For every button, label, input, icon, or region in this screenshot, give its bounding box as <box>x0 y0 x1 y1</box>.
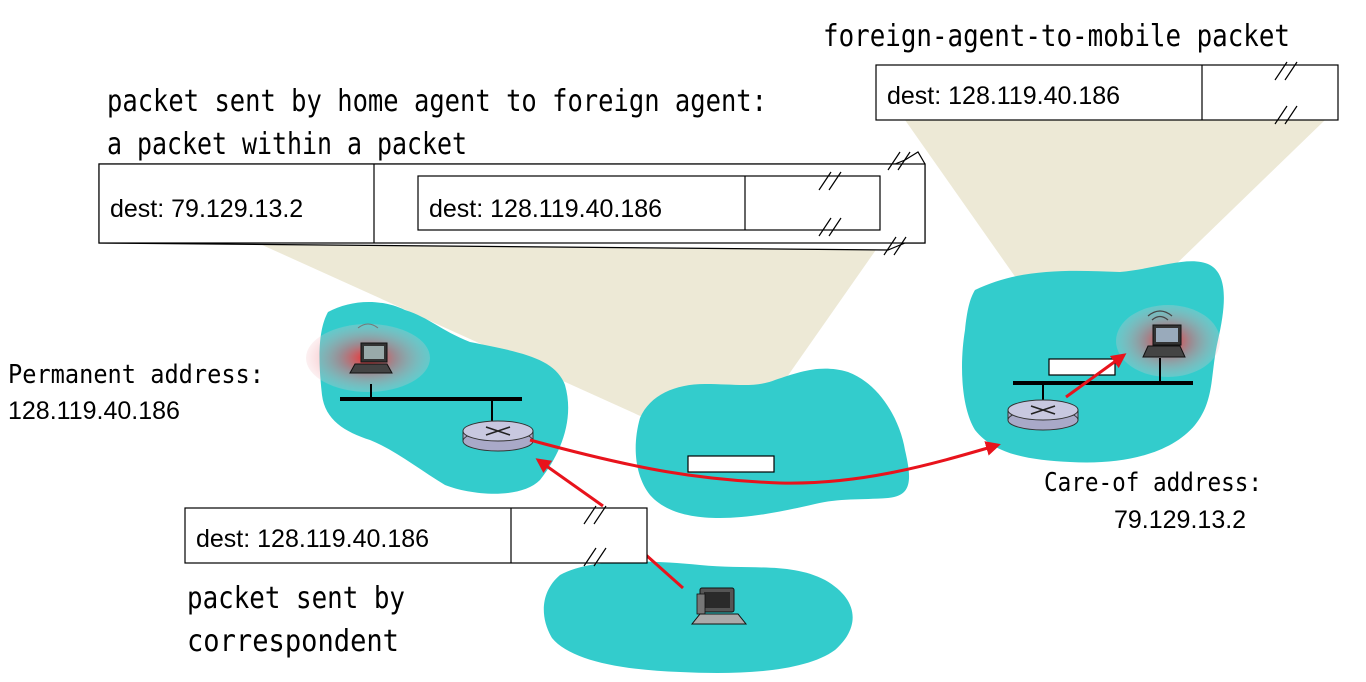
foreign-to-mobile-dest-field: dest: 128.119.40.186 <box>887 82 1120 110</box>
desktop-computer-icon <box>690 587 748 625</box>
mobile-laptop-icon <box>1142 310 1186 358</box>
inner-dest-field: dest: 128.119.40.186 <box>429 195 662 223</box>
packet-in-transit <box>687 455 775 473</box>
correspondent-dest-field: dest: 128.119.40.186 <box>196 525 429 553</box>
foreign-to-mobile-caption: foreign-agent-to-mobile packet <box>823 19 1290 54</box>
foreign-to-mobile-packet: dest: 128.119.40.186 <box>875 61 1339 125</box>
home-to-foreign-caption-line2: a packet within a packet <box>107 127 467 162</box>
permanent-address-label: Permanent address: <box>8 360 264 390</box>
correspondent-caption-line1: packet sent by <box>187 581 405 616</box>
foreign-packet-callout <box>905 120 1325 362</box>
internet-network <box>635 368 910 518</box>
tunneled-packet: dest: 79.129.13.2 dest: 128.119.40.186 <box>98 151 926 256</box>
permanent-address-value: 128.119.40.186 <box>8 397 180 425</box>
outer-dest-field: dest: 79.129.13.2 <box>110 195 303 223</box>
home-to-foreign-tunnel-arrow <box>529 438 1001 485</box>
care-of-address-value: 79.129.13.2 <box>1114 506 1246 534</box>
care-of-address-label: Care-of address: <box>1044 468 1262 498</box>
home-to-foreign-caption-line1: packet sent by home agent to foreign age… <box>107 84 767 119</box>
correspondent-packet: dest: 128.119.40.186 <box>184 505 648 567</box>
foreign-router-icon <box>1007 399 1079 431</box>
home-router-icon <box>462 420 534 452</box>
correspondent-to-home-arrow <box>538 460 684 590</box>
correspondent-caption-line2: correspondent <box>187 624 399 659</box>
foreign-to-mobile-arrow <box>1065 353 1127 399</box>
home-laptop-icon <box>349 323 393 374</box>
